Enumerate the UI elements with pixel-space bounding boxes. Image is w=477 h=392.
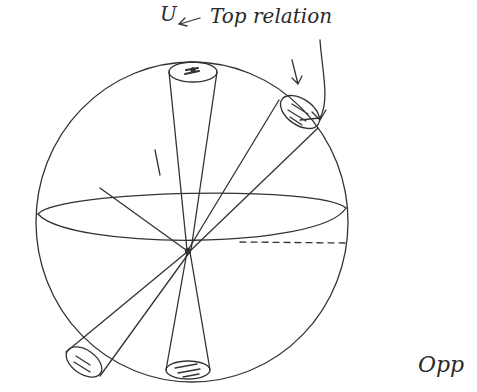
cone-cap: [166, 361, 210, 379]
hatching: [74, 356, 90, 372]
leader-arrow: [180, 18, 200, 24]
cone-cap: [61, 341, 108, 384]
cone-edge: [190, 128, 318, 251]
centre-dot: [186, 249, 191, 254]
leader-line: [300, 118, 320, 120]
leader-arrow: [312, 40, 326, 120]
hatching: [288, 104, 308, 125]
dashed-line: [240, 242, 345, 243]
cone-edge: [169, 72, 187, 250]
leader-arrow: [292, 60, 302, 84]
equator-back: [38, 208, 346, 240]
cone-cap: [169, 62, 217, 82]
note-label: Opp: [418, 354, 464, 376]
note-label: Top relation: [210, 6, 332, 26]
arrowhead: [179, 18, 187, 26]
axis-line: [100, 188, 186, 250]
symbol-label: U: [160, 4, 177, 24]
dot: [191, 68, 195, 72]
cone-edge: [190, 252, 210, 370]
equator-front: [38, 193, 346, 214]
cone-edge: [66, 252, 187, 352]
cone-edge: [188, 100, 279, 250]
sphere-outline: [36, 62, 348, 382]
hatching: [175, 364, 200, 377]
hatching: [185, 68, 199, 74]
tick: [155, 150, 160, 175]
cone-edge: [100, 253, 189, 376]
